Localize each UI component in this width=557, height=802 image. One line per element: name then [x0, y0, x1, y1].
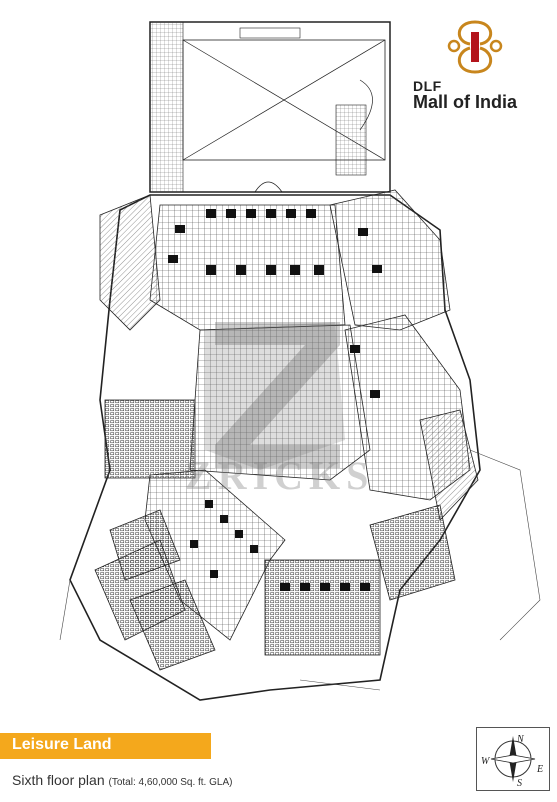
caption-note: (Total: 4,60,000 Sq. ft. GLA) [108, 777, 233, 788]
floor-plan-drawing [59, 21, 541, 701]
watermark-text: ZRICKS [185, 453, 375, 498]
compass-e: E [536, 764, 543, 775]
compass: N E S W [476, 727, 550, 791]
brand-logo: DLF Mall of India [405, 18, 545, 118]
section-banner: Leisure Land [0, 733, 211, 759]
compass-rose-icon: N E S W [481, 734, 543, 789]
compass-n: N [516, 734, 525, 745]
brand-name: Mall of India [413, 92, 518, 112]
brand-emblem-icon [447, 20, 503, 74]
banner-label: Leisure Land [12, 736, 112, 753]
brand-company: DLF [413, 78, 442, 94]
main-floor [59, 189, 541, 701]
caption-title: Sixth floor plan [12, 772, 105, 788]
watermark-logo [215, 322, 340, 468]
compass-w: W [481, 756, 491, 767]
plan-caption: Sixth floor plan (Total: 4,60,000 Sq. ft… [12, 772, 232, 788]
compass-s: S [517, 778, 522, 789]
top-block [149, 21, 391, 193]
